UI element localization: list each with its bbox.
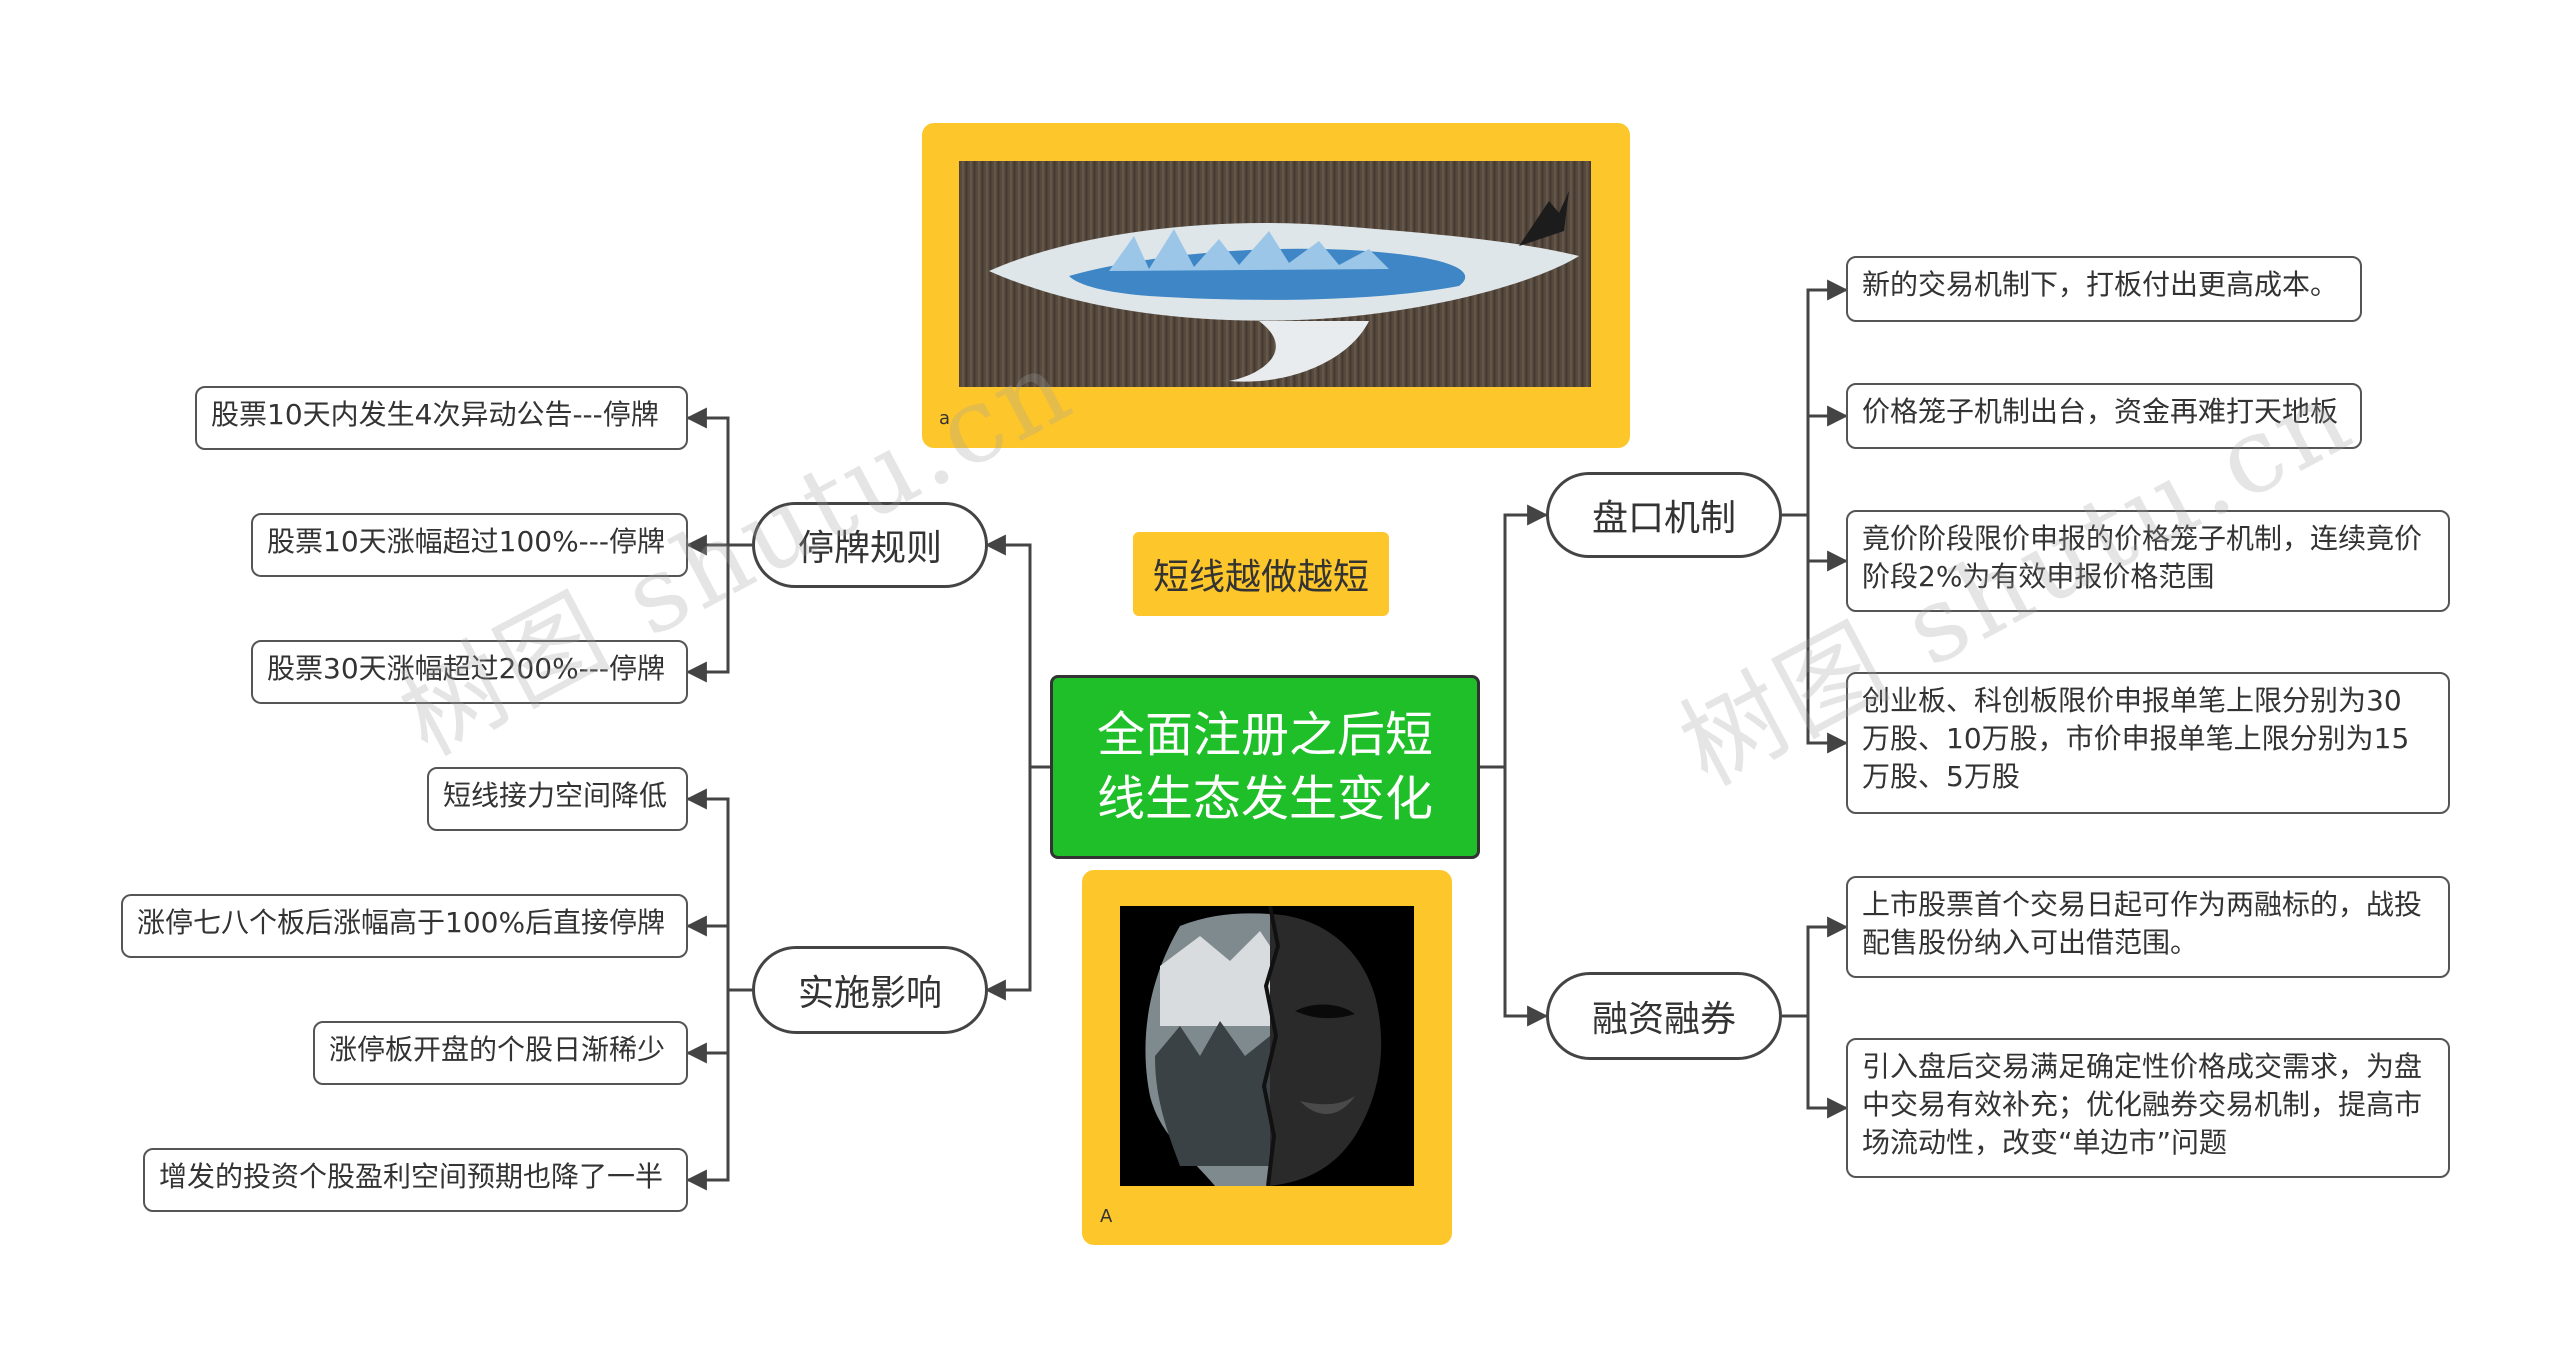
image-caption-top: a <box>939 408 951 429</box>
leaf-impact-4[interactable]: 增发的投资个股盈利空间预期也降了一半 <box>143 1148 688 1212</box>
leaf-market-4[interactable]: 创业板、科创板限价申报单笔上限分别为30 万股、10万股，市价申报单笔上限分别为… <box>1846 672 2450 814</box>
image-caption-bottom: A <box>1100 1206 1113 1227</box>
image-card-bottom: A <box>1082 870 1452 1245</box>
branch-market-mechanism[interactable]: 盘口机制 <box>1546 472 1782 558</box>
leaf-impact-2[interactable]: 涨停七八个板后涨幅高于100%后直接停牌 <box>121 894 688 958</box>
leaf-impact-1[interactable]: 短线接力空间降低 <box>427 767 688 831</box>
leaf-margin-2[interactable]: 引入盘后交易满足确定性价格成交需求，为盘 中交易有效补充；优化融券交易机制，提高… <box>1846 1038 2450 1178</box>
leaf-suspension-3[interactable]: 股票30天涨幅超过200%---停牌 <box>251 640 688 704</box>
branch-suspension-rules[interactable]: 停牌规则 <box>752 502 988 588</box>
branch-implementation-impact[interactable]: 实施影响 <box>752 946 988 1034</box>
face-landscape-image <box>1120 906 1414 1186</box>
image-card-top: a <box>922 123 1630 448</box>
note-label[interactable]: 短线越做越短 <box>1133 532 1389 616</box>
whale-sculpture-image <box>959 161 1591 387</box>
leaf-suspension-1[interactable]: 股票10天内发生4次异动公告---停牌 <box>195 386 688 450</box>
leaf-impact-3[interactable]: 涨停板开盘的个股日渐稀少 <box>313 1021 688 1085</box>
leaf-market-3[interactable]: 竟价阶段限价申报的价格笼子机制，连续竟价 阶段2%为有效申报价格范围 <box>1846 510 2450 612</box>
leaf-suspension-2[interactable]: 股票10天涨幅超过100%---停牌 <box>251 513 688 577</box>
leaf-market-2[interactable]: 价格笼子机制出台，资金再难打天地板 <box>1846 383 2362 449</box>
branch-margin-trading[interactable]: 融资融券 <box>1546 972 1782 1060</box>
leaf-margin-1[interactable]: 上市股票首个交易日起可作为两融标的，战投 配售股份纳入可出借范围。 <box>1846 876 2450 978</box>
leaf-market-1[interactable]: 新的交易机制下，打板付出更高成本。 <box>1846 256 2362 322</box>
root-topic[interactable]: 全面注册之后短线生态发生变化 <box>1050 675 1480 859</box>
